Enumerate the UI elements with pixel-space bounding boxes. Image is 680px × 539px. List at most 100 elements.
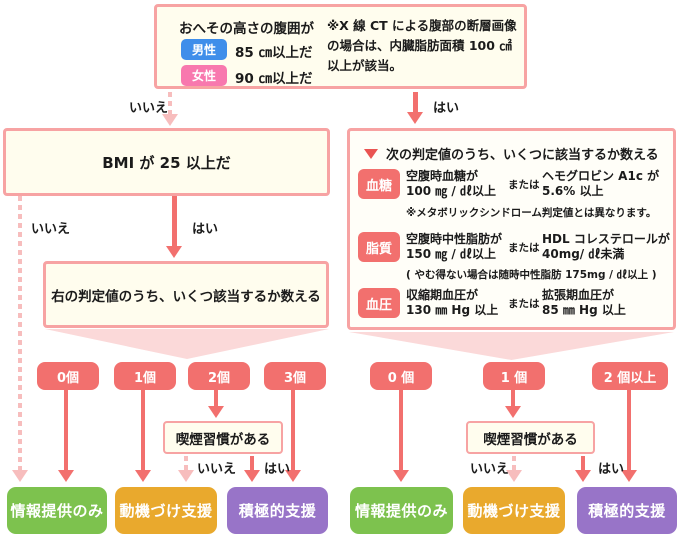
left-2-arrow-line xyxy=(214,390,218,408)
right-smoking-yes-label: はい xyxy=(598,462,625,477)
right-1-arrow-line xyxy=(511,390,515,408)
top-yes-label: はい xyxy=(433,101,460,116)
blood-pressure-right-line2: 85 ㎜ Hg 以上 xyxy=(542,303,626,317)
right-smoking-no-label: いいえ xyxy=(470,462,510,477)
left-count-text: 右の判定値のうち、いくつ該当するか数える xyxy=(51,288,321,305)
bmi-no-arrowhead xyxy=(12,470,28,482)
blood-pressure-right: 拡張期血圧が 85 ㎜ Hg 以上 xyxy=(542,288,626,318)
right-badge-0: 0 個 xyxy=(370,362,432,390)
lipids-left-line2: 150 ㎎ / ㎗以上 xyxy=(406,247,496,261)
left-smoking-yes-label: はい xyxy=(264,462,291,477)
left-smoking-yes-arrowhead xyxy=(244,470,260,482)
blood-sugar-left-line2: 100 ㎎ / ㎗以上 xyxy=(406,184,496,198)
left-1-arrowhead xyxy=(135,470,151,482)
bmi-yes-label: はい xyxy=(192,222,219,237)
top-no-arrowhead xyxy=(162,114,178,126)
blood-pressure-left-line1: 収縮期血圧が xyxy=(406,288,479,302)
right-2plus-arrowhead xyxy=(621,470,637,482)
criteria-header-text: 次の判定値のうち、いくつに該当するか数える xyxy=(386,148,659,163)
male-badge: 男性 xyxy=(181,39,227,60)
lipids-or: または xyxy=(508,242,540,254)
lipids-left-line1: 空腹時中性脂肪が xyxy=(406,232,503,246)
blood-sugar-right: ヘモグロビン A1c が 5.6% 以上 xyxy=(542,169,659,199)
left-badge-3: 3個 xyxy=(264,362,326,390)
blood-pressure-left: 収縮期血圧が 130 ㎜ Hg 以上 xyxy=(406,288,498,318)
blood-sugar-left-line1: 空腹時血糖が xyxy=(406,169,479,183)
left-result-info: 情報提供のみ xyxy=(7,487,107,534)
blood-sugar-or: または xyxy=(508,179,540,191)
right-result-active: 積極的支援 xyxy=(577,487,677,534)
left-smoking-box: 喫煙習慣がある xyxy=(163,421,283,454)
criteria-row-lipids: 脂質 空腹時中性脂肪が 150 ㎎ / ㎗以上 または HDL コレステロールが… xyxy=(350,232,673,264)
right-result-info: 情報提供のみ xyxy=(350,487,453,534)
bmi-no-arrow-line xyxy=(18,196,22,472)
left-3-arrowhead xyxy=(285,470,301,482)
criteria-header: 次の判定値のうち、いくつに該当するか数える xyxy=(364,144,659,163)
left-result-motivation: 動機づけ支援 xyxy=(115,487,217,534)
lipids-badge: 脂質 xyxy=(358,232,400,262)
right-smoking-yes-arrowhead xyxy=(575,470,591,482)
left-badge-0: 0個 xyxy=(37,362,99,390)
top-yes-arrow-line xyxy=(413,92,418,114)
left-smoking-no-label: いいえ xyxy=(197,462,237,477)
blood-pressure-badge: 血圧 xyxy=(358,288,400,318)
lipids-right: HDL コレステロールが 40mg/ ㎗未満 xyxy=(542,232,670,262)
lipids-right-line2: 40mg/ ㎗未満 xyxy=(542,247,625,261)
right-smoking-box: 喫煙習慣がある xyxy=(466,421,595,454)
bmi-no-label: いいえ xyxy=(31,222,71,237)
left-smoking-yes-line xyxy=(250,456,254,472)
left-count-box: 右の判定値のうち、いくつ該当するか数える xyxy=(43,261,329,328)
right-2plus-arrow-line xyxy=(627,390,631,472)
top-no-label: いいえ xyxy=(129,101,169,116)
blood-pressure-or: または xyxy=(508,298,540,310)
lipids-note: ( やむ得ない場合は随時中性脂肪 175mg / ㎗以上 ) xyxy=(406,269,657,281)
left-badge-2: 2個 xyxy=(188,362,250,390)
lipids-right-line1: HDL コレステロールが xyxy=(542,232,670,246)
criteria-row-blood-pressure: 血圧 収縮期血圧が 130 ㎜ Hg 以上 または 拡張期血圧が 85 ㎜ Hg… xyxy=(350,288,673,320)
left-3-arrow-line xyxy=(291,390,295,472)
lipids-left: 空腹時中性脂肪が 150 ㎎ / ㎗以上 xyxy=(406,232,502,262)
ct-note: ※X 線 CT による腹部の断層画像の場合は、内臓脂肪面積 100 ㎠以上が該当… xyxy=(327,18,517,73)
left-result-active: 積極的支援 xyxy=(227,487,328,534)
left-badge-1: 1個 xyxy=(114,362,176,390)
left-1-arrow-line xyxy=(141,390,145,472)
bmi-yes-arrow-line xyxy=(172,196,177,248)
blood-sugar-note: ※メタボリックシンドローム判定値とは異なります。 xyxy=(406,207,657,219)
left-2-arrowhead xyxy=(208,406,224,418)
blood-sugar-right-line2: 5.6% 以上 xyxy=(542,184,604,198)
blood-sugar-badge: 血糖 xyxy=(358,169,400,199)
blood-sugar-right-line1: ヘモグロビン A1c が xyxy=(542,169,660,183)
bmi-yes-arrowhead xyxy=(166,246,182,258)
right-smoking-text: 喫煙習慣がある xyxy=(483,431,578,448)
right-1-arrowhead xyxy=(505,406,521,418)
left-smoking-text: 喫煙習慣がある xyxy=(175,431,271,448)
male-criterion: 85 ㎝以上だ xyxy=(235,45,313,61)
female-criterion: 90 ㎝以上だ xyxy=(235,71,313,87)
top-yes-arrowhead xyxy=(407,112,423,124)
left-0-arrow-line xyxy=(64,390,68,472)
left-smoking-no-arrowhead xyxy=(178,470,194,482)
top-no-arrow-line xyxy=(168,92,172,116)
waist-question-box: おへその高さの腹囲が 男性 85 ㎝以上だ 女性 90 ㎝以上だ ※X 線 CT… xyxy=(154,4,527,89)
right-smoking-no-arrowhead xyxy=(506,470,522,482)
right-result-motivation: 動機づけ支援 xyxy=(463,487,565,534)
right-fan-connector xyxy=(349,332,674,360)
left-fan-connector xyxy=(45,329,329,359)
bmi-question-box: BMI が 25 以上だ xyxy=(3,128,330,196)
blood-pressure-left-line2: 130 ㎜ Hg 以上 xyxy=(406,303,499,317)
right-0-arrowhead xyxy=(393,470,409,482)
female-badge: 女性 xyxy=(181,65,227,86)
criteria-box: 次の判定値のうち、いくつに該当するか数える 血糖 空腹時血糖が 100 ㎎ / … xyxy=(347,128,676,330)
criteria-row-blood-sugar: 血糖 空腹時血糖が 100 ㎎ / ㎗以上 または ヘモグロビン A1c が 5… xyxy=(350,169,673,201)
right-smoking-yes-line xyxy=(581,456,585,472)
left-0-arrowhead xyxy=(58,470,74,482)
right-0-arrow-line xyxy=(399,390,403,472)
right-smoking-no-line xyxy=(512,456,516,472)
right-badge-1: 1 個 xyxy=(483,362,545,390)
waist-question-title: おへその高さの腹囲が xyxy=(179,21,314,37)
blood-sugar-left: 空腹時血糖が 100 ㎎ / ㎗以上 xyxy=(406,169,496,199)
left-smoking-no-line xyxy=(184,456,188,472)
blood-pressure-right-line1: 拡張期血圧が xyxy=(542,288,615,302)
down-triangle-icon xyxy=(364,148,378,159)
